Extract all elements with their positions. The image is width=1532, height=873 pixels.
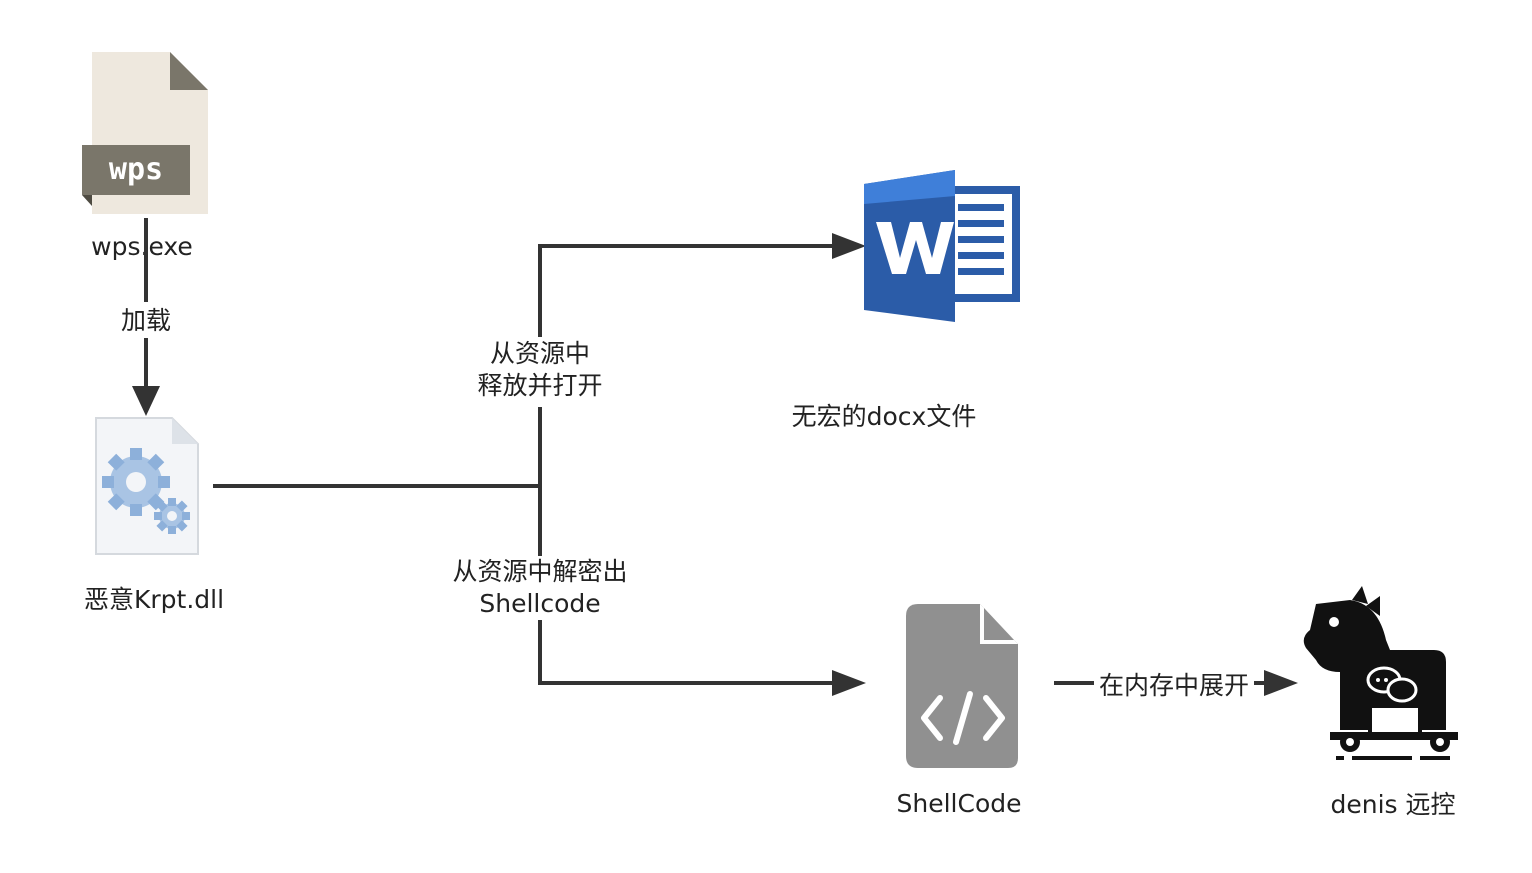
- label-bg: [92, 232, 136, 262]
- edge-label-decrypt-line2: Shellcode: [479, 589, 600, 618]
- dll-gear-file-icon: [95, 417, 199, 555]
- edge-release: [538, 233, 866, 259]
- edge-label-load: 加载: [121, 306, 171, 335]
- edge-decrypt: [538, 670, 866, 696]
- node-label-shellcode: ShellCode: [897, 789, 1022, 818]
- node-shellcode: ShellCode: [897, 604, 1022, 818]
- edge-label-bg: [470, 337, 610, 407]
- edge-label-release-line2: 释放并打开: [477, 371, 602, 400]
- word-icon: [864, 170, 1020, 322]
- node-krpt-dll: 恶意Krpt.dll: [84, 417, 224, 614]
- node-docx: 无宏的docx文件: [792, 170, 1020, 431]
- edge-label-bg: [442, 556, 638, 620]
- node-label-denis: denis 远控: [1330, 790, 1455, 819]
- arrowhead-right: [1264, 670, 1298, 696]
- edge-label-bg: [1094, 668, 1254, 702]
- edge-label-release-line1: 从资源中: [490, 339, 590, 368]
- wps-badge-text: wps: [109, 152, 163, 187]
- edge-label-bg: [112, 302, 182, 338]
- wps-file-icon: wps: [82, 52, 208, 214]
- trojan-horse-icon: [1303, 586, 1458, 760]
- edge-label-expand: 在内存中展开: [1099, 671, 1249, 700]
- node-label-docx: 无宏的docx文件: [792, 402, 977, 431]
- node-label-krpt-dll: 恶意Krpt.dll: [84, 585, 224, 614]
- node-wps-exe: wps wps.exe: [82, 52, 208, 262]
- arrowhead-right: [832, 233, 866, 259]
- arrowhead-right: [832, 670, 866, 696]
- node-label-wps-exe: wps.exe: [91, 232, 193, 261]
- code-file-icon: [906, 604, 1018, 768]
- edge-label-decrypt-line1: 从资源中解密出: [452, 557, 627, 586]
- label-bg: [150, 232, 194, 262]
- node-denis: denis 远控: [1303, 586, 1458, 819]
- arrowhead-down: [132, 386, 160, 416]
